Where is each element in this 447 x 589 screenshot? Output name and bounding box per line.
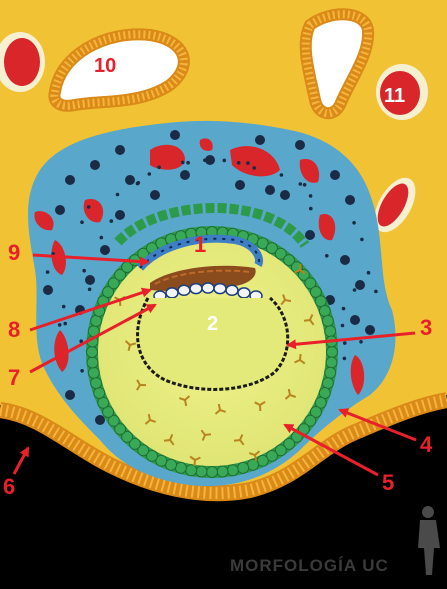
arrow-9 xyxy=(32,253,150,267)
watermark-figure-icon xyxy=(418,506,440,575)
label-11: 11 xyxy=(384,85,405,107)
maternal-vessel-right xyxy=(374,177,416,233)
label-2: 2 xyxy=(207,313,218,335)
uterine-gland-upper-right xyxy=(299,8,375,120)
uterine-gland-10 xyxy=(48,28,190,112)
label-10: 10 xyxy=(94,55,116,77)
epiblast xyxy=(150,265,256,292)
label-3: 3 xyxy=(420,315,432,340)
label-8: 8 xyxy=(8,317,20,342)
arrow-7 xyxy=(29,303,157,374)
watermark-text: MORFOLOGÍA UC xyxy=(230,556,389,575)
label-6: 6 xyxy=(3,474,15,499)
label-5: 5 xyxy=(382,470,394,495)
hypoblast xyxy=(153,282,263,302)
arrow-6 xyxy=(12,446,30,475)
maternal-vessel-left xyxy=(0,32,45,92)
uterine-epithelium-cells xyxy=(0,394,447,500)
endoderm-cells xyxy=(86,226,338,478)
maternal-vessel-11 xyxy=(376,64,428,120)
pointer-arrows xyxy=(12,253,417,477)
arrow-8 xyxy=(29,287,152,332)
label-7: 7 xyxy=(8,365,20,390)
chorion-cap xyxy=(114,202,310,248)
arrow-4 xyxy=(338,408,417,442)
amnion xyxy=(136,234,263,271)
arrow-3 xyxy=(286,331,416,350)
label-4: 4 xyxy=(420,432,433,457)
heuser-membrane xyxy=(136,296,290,391)
label-1: 1 xyxy=(194,232,206,257)
arrow-5 xyxy=(283,423,379,477)
label-9: 9 xyxy=(8,240,20,265)
